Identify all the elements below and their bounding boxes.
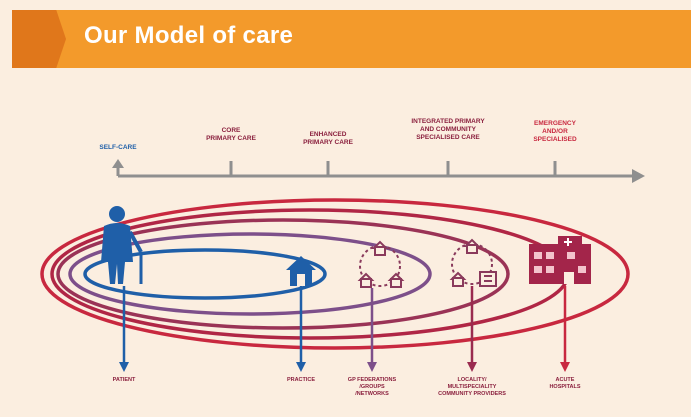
timeline-start-arrow	[112, 159, 124, 168]
practice-house-icon	[286, 256, 316, 286]
stage-emergency-specialised: EMERGENCY AND/OR SPECIALISED	[533, 120, 577, 143]
ring-practice	[68, 232, 432, 316]
stage-integrated-care: INTEGRATED PRIMARY AND COMMUNITY SPECIAL…	[411, 118, 485, 141]
label-practice: PRACTICE	[286, 377, 316, 383]
label-gp-federations: GP FEDERATIONS /GROUPS /NETWORKS	[347, 377, 397, 397]
banner-arrow-tab	[12, 10, 66, 68]
label-locality-providers: LOCALITY/ MULTISPECIALITY COMMUNITY PROV…	[438, 377, 506, 397]
arrowhead-locality	[467, 362, 477, 372]
stage-enhanced-primary-care: ENHANCED PRIMARY CARE	[303, 131, 353, 146]
gp-network-icon	[357, 240, 405, 288]
stage-self-care: SELF-CARE	[99, 144, 137, 151]
stage-core-primary-care: CORE PRIMARY CARE	[206, 127, 256, 142]
label-patient: PATIENT	[112, 377, 136, 383]
arrowhead-practice	[296, 362, 306, 372]
label-acute-hospitals: ACUTE HOSPITALS	[549, 377, 581, 390]
page-title: Our Model of care	[84, 22, 294, 49]
arrowhead-federations	[367, 362, 377, 372]
patient-icon	[101, 206, 143, 284]
ring-federations	[56, 218, 510, 330]
care-rings	[40, 198, 630, 350]
arrowhead-acute	[560, 362, 570, 372]
ring-acute	[40, 198, 630, 350]
timeline-arrowhead	[632, 169, 645, 183]
arrowhead-patient	[119, 362, 129, 372]
hospital-icon	[529, 236, 591, 284]
timeline	[112, 159, 645, 183]
down-arrows	[119, 286, 570, 372]
locality-network-icon	[449, 238, 497, 287]
ring-self	[83, 248, 327, 300]
title-banner	[12, 10, 691, 68]
